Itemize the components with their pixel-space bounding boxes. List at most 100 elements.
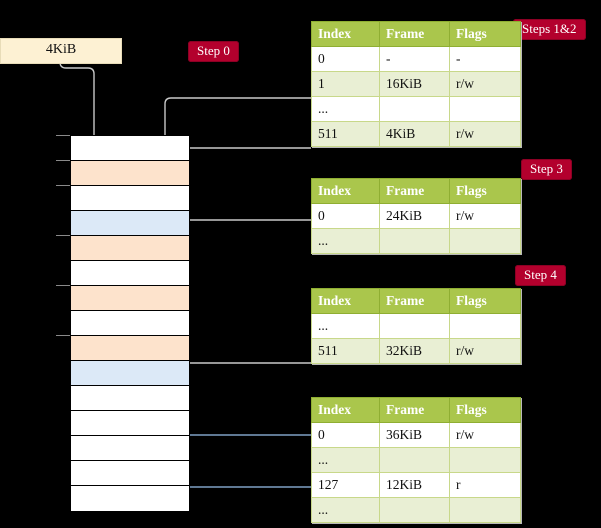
cell-index: 0 xyxy=(311,422,380,448)
column-header-flags: Flags xyxy=(449,178,521,204)
cell-index: 511 xyxy=(311,121,380,147)
table-row: 0-- xyxy=(311,46,521,72)
memory-frame-14 xyxy=(71,486,189,511)
cell-flags: r/w xyxy=(449,121,521,147)
frame-label-text: 4KiB xyxy=(45,42,77,57)
memory-frame-3 xyxy=(71,211,189,236)
cell-frame: 16KiB xyxy=(379,71,450,97)
memory-frame-0 xyxy=(71,136,189,161)
badge-steps-1-2: Steps 1&2 xyxy=(513,19,586,41)
cell-index: ... xyxy=(311,96,380,122)
table-row: ... xyxy=(311,313,521,339)
memory-tick-6 xyxy=(56,285,70,286)
badge-step-4: Step 4 xyxy=(515,265,566,287)
badge-step-4-label: Step 4 xyxy=(524,267,557,282)
cell-frame xyxy=(379,96,450,122)
cell-frame: 4KiB xyxy=(379,121,450,147)
physical-memory-column xyxy=(70,135,190,511)
frame-label-4kib: 4KiB xyxy=(0,38,122,64)
memory-tick-1 xyxy=(56,160,70,161)
column-header-flags: Flags xyxy=(449,21,521,47)
memory-frame-5 xyxy=(71,261,189,286)
column-header-frame: Frame xyxy=(379,21,450,47)
badge-step-3: Step 3 xyxy=(521,159,572,181)
badge-steps-1-2-label: Steps 1&2 xyxy=(522,21,577,36)
memory-tick-0 xyxy=(56,135,70,136)
cell-flags: r/w xyxy=(449,71,521,97)
cell-flags: r/w xyxy=(449,422,521,448)
cell-flags: - xyxy=(449,46,521,72)
cell-index: 127 xyxy=(311,472,380,498)
memory-tick-8 xyxy=(56,335,70,336)
memory-frame-7 xyxy=(71,311,189,336)
cell-frame xyxy=(379,313,450,339)
cell-index: 0 xyxy=(311,46,380,72)
memory-tick-4 xyxy=(56,235,70,236)
cell-flags: r/w xyxy=(449,203,521,229)
memory-frame-1 xyxy=(71,161,189,186)
cell-frame xyxy=(379,497,450,523)
table-row: ... xyxy=(311,447,521,473)
wire-step3-level2 xyxy=(179,219,311,254)
column-header-frame: Frame xyxy=(379,397,450,423)
cell-flags xyxy=(449,313,521,339)
cell-index: ... xyxy=(311,497,380,523)
badge-step-0: Step 0 xyxy=(188,41,239,63)
column-header-index: Index xyxy=(311,288,380,314)
cell-flags: r xyxy=(449,472,521,498)
cell-index: ... xyxy=(311,447,380,473)
memory-frame-2 xyxy=(71,186,189,211)
cell-frame: 32KiB xyxy=(379,338,450,364)
cell-flags: r/w xyxy=(449,338,521,364)
memory-frame-6 xyxy=(71,286,189,311)
wire-step4-level3 xyxy=(179,301,311,364)
badge-step-3-label: Step 3 xyxy=(530,161,563,176)
cell-index: 1 xyxy=(311,71,380,97)
memory-frame-12 xyxy=(71,436,189,461)
column-header-index: Index xyxy=(311,178,380,204)
cell-index: 0 xyxy=(311,203,380,229)
table-row: ... xyxy=(311,228,521,254)
table-row: ... xyxy=(311,96,521,122)
cell-flags xyxy=(449,96,521,122)
memory-frame-9 xyxy=(71,361,189,386)
cell-frame: 12KiB xyxy=(379,472,450,498)
cell-index: ... xyxy=(311,313,380,339)
cell-flags xyxy=(449,497,521,523)
cell-frame xyxy=(379,228,450,254)
memory-frame-10 xyxy=(71,386,189,411)
memory-frame-13 xyxy=(71,461,189,486)
badge-step-0-label: Step 0 xyxy=(197,43,230,58)
cell-flags xyxy=(449,447,521,473)
table-row: ... xyxy=(311,497,521,523)
memory-frame-4 xyxy=(71,236,189,261)
memory-frame-8 xyxy=(71,336,189,361)
cell-frame: - xyxy=(379,46,450,72)
column-header-frame: Frame xyxy=(379,178,450,204)
cell-flags xyxy=(449,228,521,254)
column-header-index: Index xyxy=(311,21,380,47)
memory-frame-11 xyxy=(71,411,189,436)
cell-frame: 36KiB xyxy=(379,422,450,448)
column-header-flags: Flags xyxy=(449,288,521,314)
cell-index: ... xyxy=(311,228,380,254)
cell-index: 511 xyxy=(311,338,380,364)
cell-frame xyxy=(379,447,450,473)
cell-frame: 24KiB xyxy=(379,203,450,229)
memory-tick-2 xyxy=(56,185,70,186)
